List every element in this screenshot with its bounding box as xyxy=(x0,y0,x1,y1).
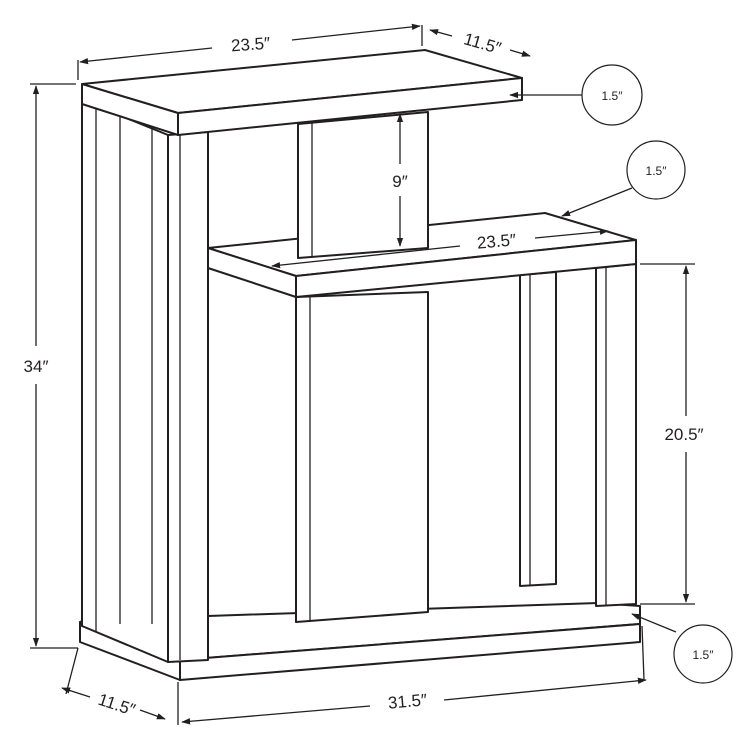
base-width-label: 31.5″ xyxy=(387,690,428,712)
total-height-label: 34″ xyxy=(24,357,49,376)
right-front-panel xyxy=(595,263,637,607)
dimension-lines xyxy=(30,23,695,725)
lower-height-label: 20.5″ xyxy=(664,425,703,444)
base-depth-label: 11.5″ xyxy=(96,690,138,720)
center-divider-panel xyxy=(295,291,429,623)
base-thickness-label: 1.5″ xyxy=(693,648,715,662)
left-side-panel xyxy=(81,99,209,663)
shelf-width-label: 23.5″ xyxy=(476,230,517,252)
base-plinth xyxy=(79,602,641,681)
table-top xyxy=(81,49,523,136)
shelf-thickness-label: 1.5″ xyxy=(646,164,668,178)
console-table xyxy=(79,49,641,681)
top-thickness-bubble xyxy=(581,64,643,126)
top-depth-label: 11.5″ xyxy=(462,29,504,58)
upper-gap-label: 9″ xyxy=(392,172,407,191)
upper-center-block xyxy=(297,111,429,259)
top-thickness-label: 1.5″ xyxy=(602,89,624,103)
top-width-label: 23.5″ xyxy=(230,34,270,56)
lower-back-panel xyxy=(519,271,557,587)
shelf-thickness-bubble xyxy=(626,140,686,200)
base-thickness-bubble xyxy=(673,624,733,684)
